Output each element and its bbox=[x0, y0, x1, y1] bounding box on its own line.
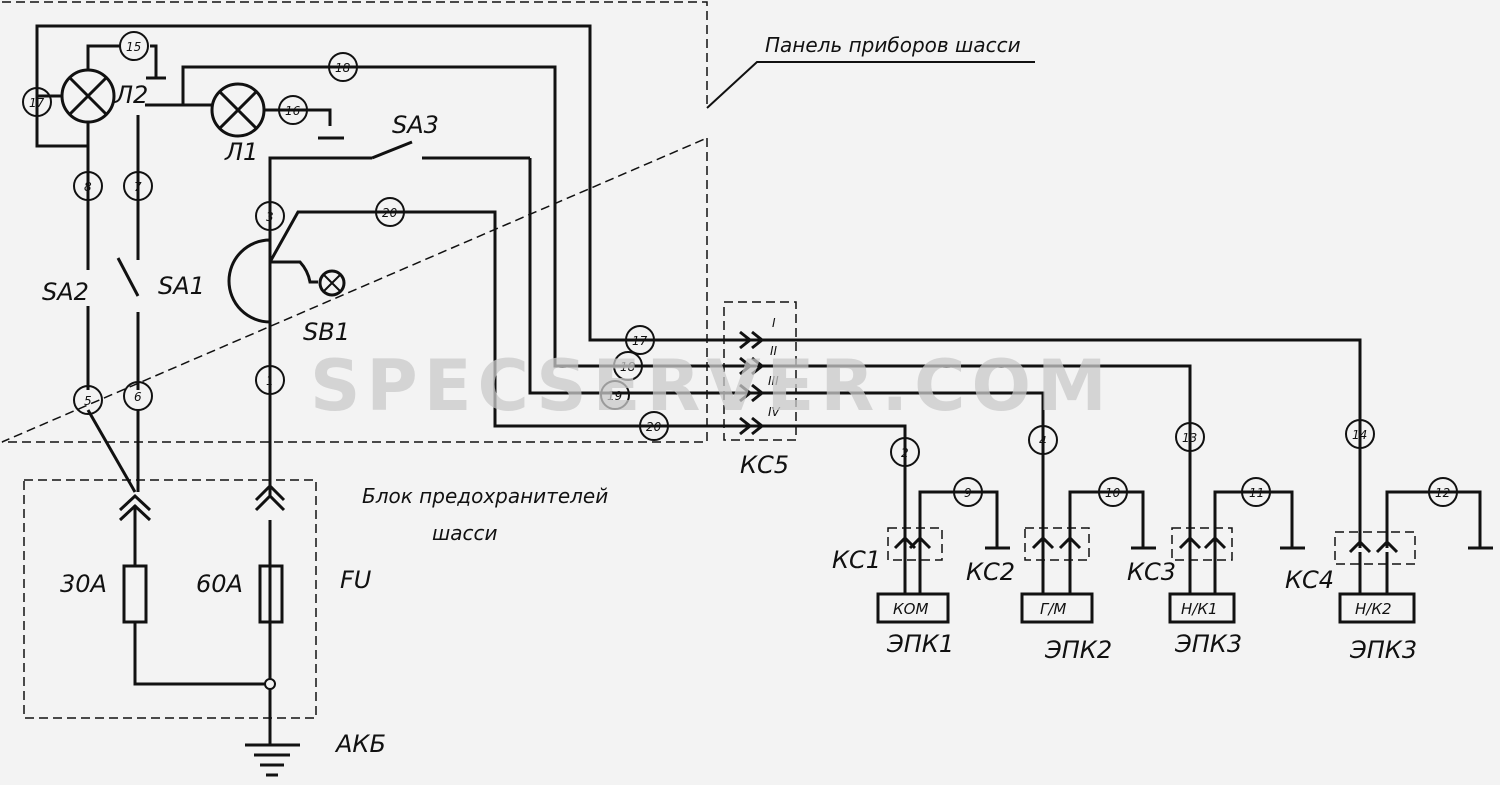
wire-13 bbox=[760, 364, 1192, 548]
wire-4 bbox=[760, 391, 1045, 548]
ks4-label: КС4 bbox=[1285, 566, 1334, 594]
wire-11 bbox=[1213, 490, 1294, 548]
wire-num-20b: 20 bbox=[646, 420, 662, 434]
switch-sa1 bbox=[116, 257, 140, 297]
valve-box-1: КОМ bbox=[893, 600, 928, 618]
fuse-30a-label: 30А bbox=[60, 570, 107, 598]
ks2-label: КС2 bbox=[966, 558, 1015, 586]
lamp-l2 bbox=[60, 68, 116, 124]
sb1-label: SB1 bbox=[303, 318, 350, 346]
valve-boxes bbox=[876, 592, 1416, 624]
sa3-label: SA3 bbox=[392, 111, 439, 139]
valve-name-1: ЭПК1 bbox=[886, 630, 954, 658]
fuse-block-label-1: Блок предохранителей bbox=[362, 484, 608, 508]
ks1-label: КС1 bbox=[832, 546, 881, 574]
fuse-block-label-2: шасси bbox=[432, 521, 498, 545]
ks5-contacts bbox=[739, 330, 765, 436]
fuse-60a-label: 60А bbox=[196, 570, 243, 598]
wire-5-route bbox=[86, 409, 137, 493]
fuse-30a-wire bbox=[133, 505, 270, 686]
wire-num-17b: 17 bbox=[632, 334, 648, 348]
wire-num-15: 15 bbox=[126, 40, 141, 54]
wire-num-14: 14 bbox=[1352, 428, 1367, 442]
panel-label: Панель приборов шасси bbox=[765, 33, 1021, 57]
battery-symbol bbox=[245, 743, 300, 777]
sa2-label: SA2 bbox=[42, 278, 89, 306]
wire-num-12: 12 bbox=[1435, 486, 1450, 500]
wire-12 bbox=[1385, 490, 1482, 548]
wire-num-3: 3 bbox=[266, 210, 274, 224]
wire-num-1: 1 bbox=[266, 374, 274, 388]
sa1-label: SA1 bbox=[158, 272, 205, 300]
ks5-pin-4: IV bbox=[768, 405, 781, 419]
valve-name-3: ЭПК3 bbox=[1174, 630, 1242, 658]
ks5-pin-2: II bbox=[770, 344, 778, 358]
panel-leader bbox=[706, 61, 1035, 109]
wire-num-4: 4 bbox=[1039, 434, 1047, 448]
wire-num-11: 11 bbox=[1249, 486, 1264, 500]
connectors-ks1-ks4 bbox=[887, 527, 1416, 594]
wire-number-markers bbox=[22, 31, 1458, 507]
lamp-l1-wire bbox=[183, 103, 344, 140]
ks5-pin-1: I bbox=[772, 316, 776, 330]
wire-num-7: 7 bbox=[134, 180, 142, 194]
wire-num-10: 10 bbox=[1105, 486, 1121, 500]
lamp-l2-label: Л2 bbox=[114, 81, 148, 109]
fuse-block-boundary bbox=[23, 479, 317, 719]
wire-num-13: 13 bbox=[1182, 431, 1197, 445]
wire-num-20: 20 bbox=[382, 206, 398, 220]
junction-node bbox=[264, 678, 276, 690]
akb-label: АКБ bbox=[334, 730, 386, 758]
wire-19-run bbox=[528, 158, 760, 395]
watermark: SPECSERVER.COM bbox=[310, 345, 1113, 427]
wire-17 bbox=[35, 24, 760, 342]
ks5-connector-boundary bbox=[723, 301, 797, 441]
valve-box-2: Г/М bbox=[1040, 600, 1066, 618]
wire-num-18: 18 bbox=[335, 61, 351, 75]
valve-box-3: Н/К1 bbox=[1181, 600, 1218, 618]
valve-name-4: ЭПК3 bbox=[1349, 636, 1417, 664]
panel-boundary bbox=[1, 1, 708, 443]
valve-box-4: Н/К2 bbox=[1355, 600, 1392, 618]
wire-10 bbox=[1068, 490, 1145, 548]
fuse-30a bbox=[122, 564, 148, 624]
wire-num-6: 6 bbox=[134, 390, 142, 404]
lamp-l1 bbox=[210, 82, 266, 138]
wire-9 bbox=[918, 490, 999, 548]
wire-17-left bbox=[35, 114, 88, 148]
ks5-label: КС5 bbox=[740, 451, 789, 479]
wire-num-16: 16 bbox=[285, 104, 301, 118]
wire-num-2: 2 bbox=[901, 446, 909, 460]
ks3-label: КС3 bbox=[1127, 558, 1176, 586]
wire-num-5: 5 bbox=[84, 394, 92, 408]
fuse-60a bbox=[258, 564, 284, 624]
wire-18 bbox=[145, 65, 760, 368]
wire-num-9: 9 bbox=[964, 486, 972, 500]
fu-label: FU bbox=[340, 566, 372, 594]
valve-name-2: ЭПК2 bbox=[1044, 636, 1112, 664]
wire-20 bbox=[268, 210, 760, 428]
switch-sa3 bbox=[268, 140, 530, 205]
wire-num-18b: 18 bbox=[620, 360, 636, 374]
wire-num-8: 8 bbox=[84, 180, 92, 194]
wire-num-19b: 19 bbox=[607, 389, 622, 403]
switch-sb1 bbox=[227, 205, 346, 324]
wire-2 bbox=[760, 424, 907, 548]
fuse-connector-2 bbox=[254, 483, 286, 512]
lamp-l1-label: Л1 bbox=[224, 138, 258, 166]
ks5-pin-3: III bbox=[768, 374, 779, 388]
wire-14 bbox=[760, 338, 1362, 548]
wire-num-17: 17 bbox=[29, 96, 45, 110]
